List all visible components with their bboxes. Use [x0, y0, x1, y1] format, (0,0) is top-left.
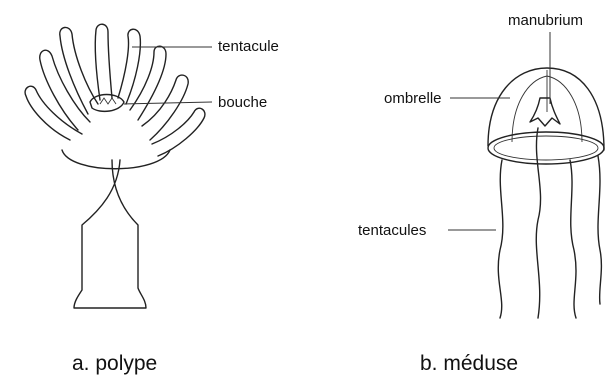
meduse-tentacles	[498, 128, 601, 318]
meduse-manubrium	[530, 98, 560, 126]
polype-drawing	[25, 24, 212, 308]
caption-polype: a. polype	[72, 352, 157, 376]
bouche-leader	[124, 102, 212, 104]
polype-tentacles	[25, 24, 205, 156]
meduse-bell-margin	[488, 132, 604, 164]
polype-oral-disc	[62, 150, 170, 169]
label-ombrelle: ombrelle	[384, 90, 442, 107]
label-tentacule: tentacule	[218, 38, 279, 55]
label-manubrium: manubrium	[508, 12, 583, 29]
caption-meduse: b. méduse	[420, 352, 518, 376]
polype-body	[74, 160, 146, 308]
meduse-bell	[488, 68, 604, 150]
label-tentacules: tentacules	[358, 222, 426, 239]
meduse-drawing	[448, 32, 604, 318]
label-bouche: bouche	[218, 94, 267, 111]
